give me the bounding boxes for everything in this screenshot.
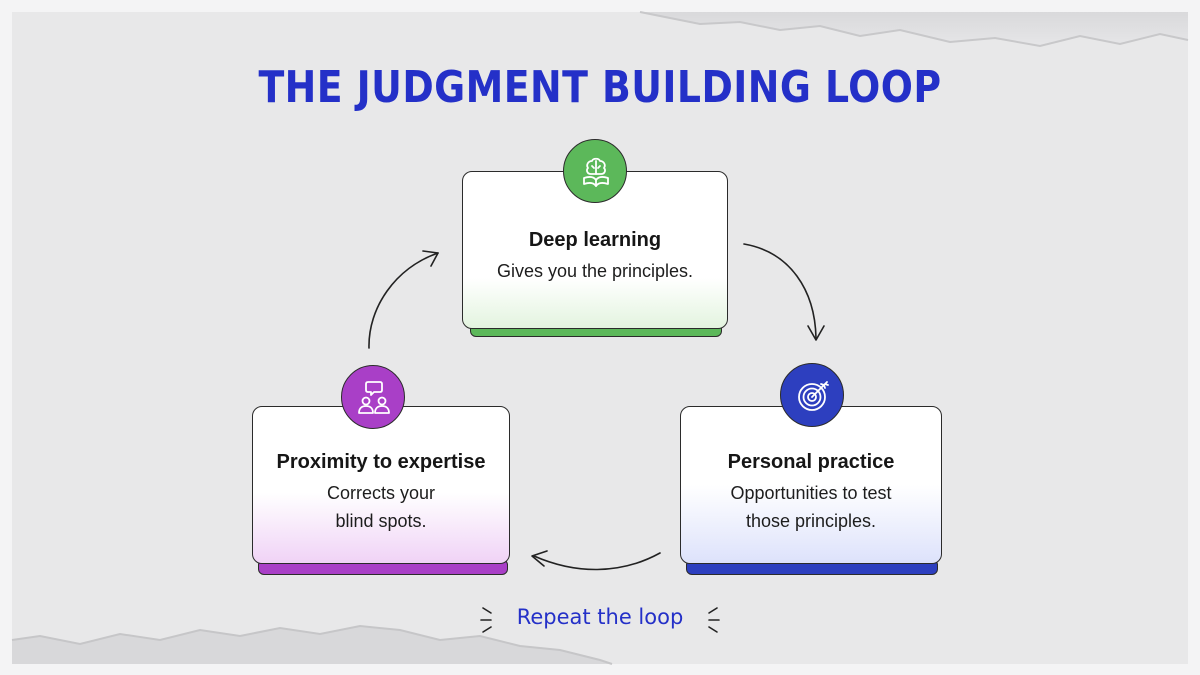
- step-title: Proximity to expertise: [276, 451, 486, 473]
- step-description-line-2: those principles.: [745, 511, 877, 531]
- step-card-personal-practice: Personal practice Opportunities to test …: [680, 406, 942, 576]
- spark-lines-left: [480, 607, 492, 633]
- card-face: [252, 406, 510, 564]
- step-description-line-1: Corrects your: [326, 483, 436, 503]
- card-face: [680, 406, 942, 564]
- step-title: Personal practice: [727, 451, 895, 473]
- spark-lines-right: [708, 607, 720, 633]
- step-card-deep-learning: Deep learning Gives you the principles.: [462, 171, 728, 341]
- mentor-chat-icon: [341, 365, 405, 429]
- step-description-line-1: Opportunities to test: [730, 483, 892, 503]
- step-description-line-2: blind spots.: [335, 511, 427, 531]
- diagram-title: THE JUDGMENT BUILDING LOOP: [258, 62, 942, 113]
- step-description: Gives you the principles.: [496, 261, 694, 281]
- step-title: Deep learning: [528, 229, 662, 251]
- brain-book-icon: [563, 139, 627, 203]
- step-card-proximity-to-expertise: Proximity to expertise Corrects your bli…: [252, 406, 510, 576]
- repeat-loop-label: Repeat the loop: [516, 605, 684, 629]
- target-icon: [780, 363, 844, 427]
